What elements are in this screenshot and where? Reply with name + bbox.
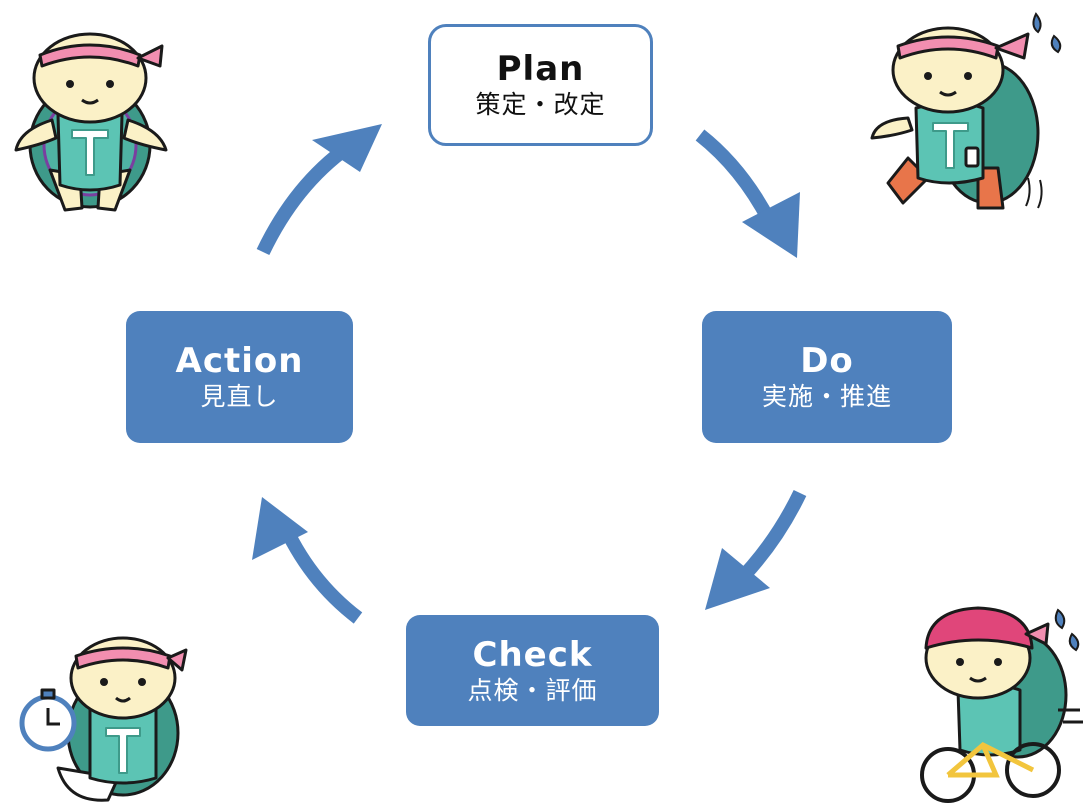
arrow-action-to-plan: [256, 141, 353, 256]
mascot-stopwatch-icon: [19, 636, 188, 802]
check-title: Check: [472, 634, 593, 675]
do-subtitle: 実施・推進: [761, 382, 892, 411]
arrowhead-plan: [312, 124, 382, 172]
check-box: Check 点検・評価: [406, 615, 659, 726]
arrowhead-action: [252, 497, 308, 560]
arrow-plan-to-do: [695, 129, 777, 226]
check-subtitle: 点検・評価: [467, 675, 598, 705]
action-subtitle: 見直し: [200, 382, 279, 411]
mascot-cycling-icon: [920, 606, 1083, 803]
plan-title: Plan: [496, 49, 585, 89]
arrowhead-do: [742, 192, 800, 258]
action-title: Action: [175, 341, 304, 381]
action-box: Action 見直し: [126, 311, 353, 443]
do-title: Do: [800, 341, 854, 381]
mascot-walking-icon: [870, 12, 1062, 210]
do-box: Do 実施・推進: [702, 311, 952, 443]
plan-box: Plan 策定・改定: [428, 24, 653, 146]
mascot-standing-icon: [14, 32, 168, 212]
plan-subtitle: 策定・改定: [475, 90, 606, 119]
arrowhead-check: [705, 548, 770, 610]
